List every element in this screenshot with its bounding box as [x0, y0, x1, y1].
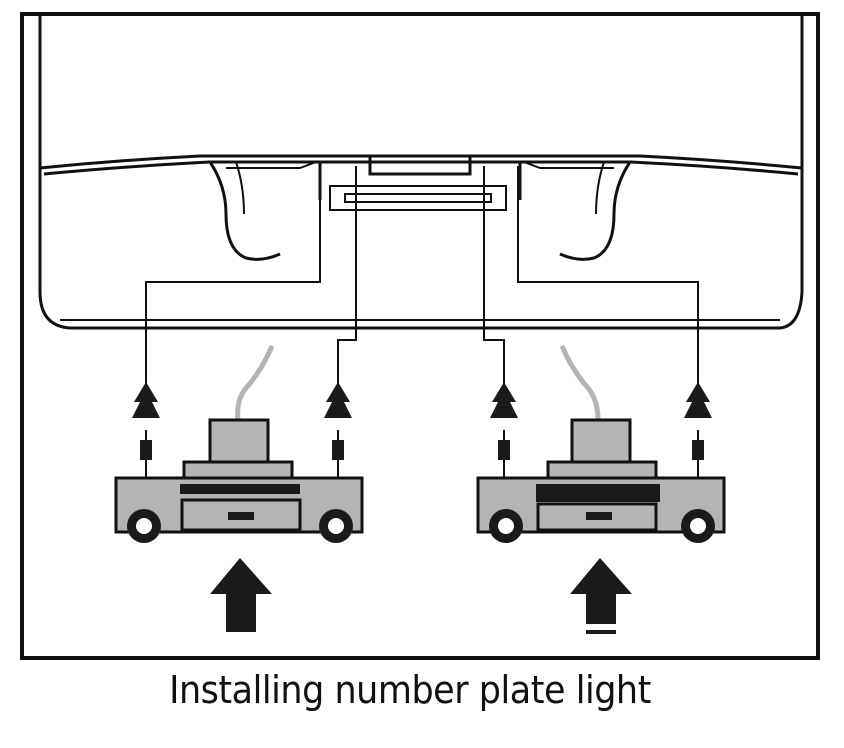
left-lamp-unit [114, 345, 364, 543]
screw-icon-4 [684, 382, 712, 460]
screw-icon-1 [132, 382, 160, 460]
right-lamp-unit [476, 345, 726, 543]
diagram-caption: Installing number plate light [169, 668, 651, 712]
bumper-body [38, 16, 804, 330]
screw-icon-3 [490, 382, 518, 460]
arrow-up-icon [210, 558, 272, 632]
screw-icon-2 [324, 382, 352, 460]
outer-frame [20, 12, 820, 660]
arrow-up-icon [570, 558, 632, 634]
